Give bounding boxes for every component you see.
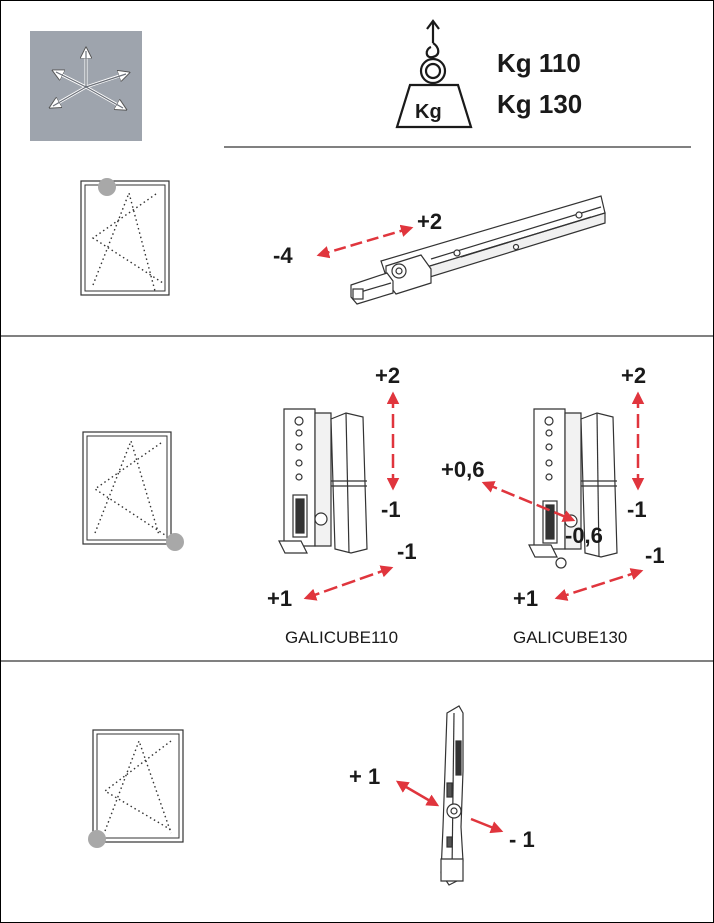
hinge130-model-label: GALICUBE130	[513, 628, 628, 647]
hinge110-vertical-up-label: +2	[375, 363, 401, 388]
adjust-label-minus4: -4	[273, 243, 293, 268]
four-direction-arrows-icon	[30, 31, 142, 141]
arrow-stay-minus	[470, 817, 504, 834]
adjustment-arrows	[303, 224, 645, 834]
adjust-label-plus2: +2	[417, 209, 443, 234]
weight-capacity-110: Kg 110	[497, 48, 581, 78]
hinge130-lateral-plus-label: +1	[513, 586, 539, 611]
arrow-hinge130-lateral	[554, 568, 644, 601]
arrow-stay-plus	[400, 782, 440, 807]
espagnolette-bar-drawing	[350, 195, 606, 305]
window-corner-top-left-icon	[80, 178, 170, 296]
hinge130-pressure-minus-label: -0,6	[565, 523, 603, 548]
arrow-section1-lateral	[316, 224, 414, 259]
weight-hook-icon	[395, 19, 473, 129]
hinge110-model-label: GALICUBE110	[285, 628, 399, 647]
window-corner-bottom-right-icon	[82, 431, 184, 551]
hinge-galicube110-drawing	[278, 408, 368, 554]
weight-capacity-130: Kg 130	[497, 89, 583, 119]
arrow-hinge110-lateral	[303, 565, 394, 601]
hinge110-vertical-down-label: -1	[381, 497, 401, 522]
stay-plus-label: + 1	[349, 764, 381, 789]
hinge130-lateral-minus-label: -1	[645, 543, 665, 568]
arrow-hinge130-pressure	[481, 481, 576, 522]
hinge130-vertical-up-label: +2	[621, 363, 647, 388]
corner-stay-drawing	[440, 705, 464, 886]
stay-minus-label: - 1	[509, 827, 535, 852]
hinge130-vertical-down-label: -1	[627, 497, 647, 522]
weight-icon-label: Kg	[415, 101, 442, 123]
window-corner-bottom-left-icon	[88, 729, 184, 848]
hinge110-lateral-plus-label: +1	[267, 586, 293, 611]
hinge130-pressure-plus-label: +0,6	[441, 457, 485, 482]
hinge110-lateral-minus-label: -1	[397, 539, 417, 564]
